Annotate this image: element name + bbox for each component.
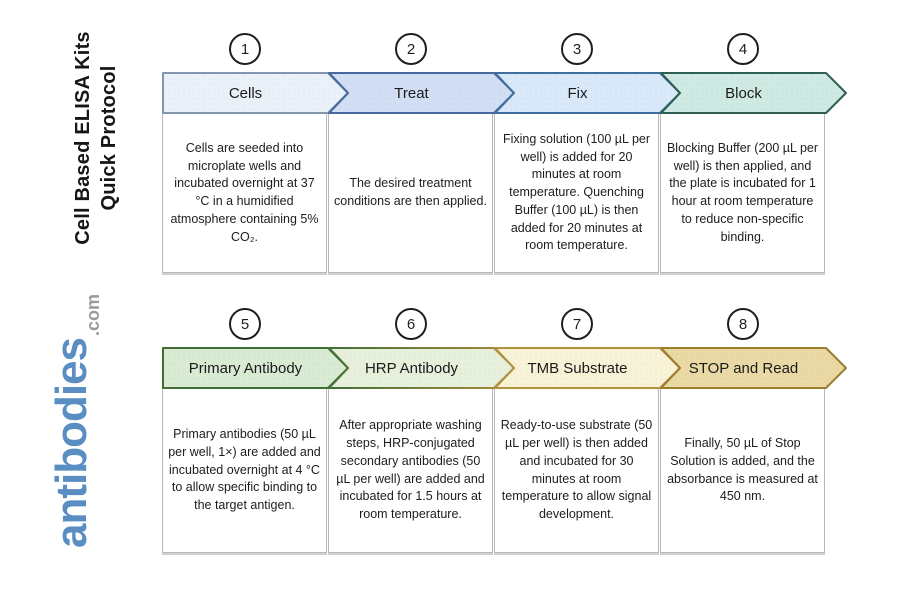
step-number-2-text: 2 [406, 40, 416, 58]
step-arrow-2 [328, 72, 515, 114]
step-number-8-text: 8 [738, 315, 748, 333]
page-title-line2: Quick Protocol [98, 65, 120, 211]
step-label-3: Fix [567, 84, 588, 102]
step-description-1: Cells are seeded into microplate wells a… [170, 140, 319, 244]
step-arrow-7 [494, 347, 681, 389]
antibodies-logo: antibodies.com [47, 262, 111, 582]
step-arrow-3 [494, 72, 681, 114]
page-title: Cell Based ELISA Kits Quick Protocol [70, 18, 124, 258]
step-description-7: Ready-to-use substrate (50 µL per well) … [500, 418, 653, 521]
step-number-3: 3 [561, 33, 593, 65]
step-arrow-6 [328, 347, 515, 389]
step-label-6: HRP Antibody [364, 359, 459, 377]
page-title-line1: Cell Based ELISA Kits [72, 31, 94, 245]
step-description-box-1: Cells are seeded into microplate wells a… [162, 113, 327, 273]
step-description-box-5: Primary antibodies (50 µL per well, 1×) … [162, 388, 327, 553]
step-label-1: Cells [228, 84, 263, 102]
step-arrow-5 [162, 347, 349, 389]
step-label-5: Primary Antibody [188, 359, 303, 377]
step-description-box-6: After appropriate washing steps, HRP-con… [328, 388, 493, 553]
logo-wordmark: antibodies [47, 338, 96, 549]
step-label-7: TMB Substrate [527, 359, 628, 377]
step-number-4: 4 [727, 33, 759, 65]
step-number-2: 2 [395, 33, 427, 65]
step-description-8: Finally, 50 µL of Stop Solution is added… [667, 436, 818, 504]
step-label-8: STOP and Read [688, 359, 799, 377]
step-description-box-3: Fixing solution (100 µL per well) is add… [494, 113, 659, 273]
step-description-box-8: Finally, 50 µL of Stop Solution is added… [660, 388, 825, 553]
step-number-1-text: 1 [240, 40, 250, 58]
step-number-6-text: 6 [406, 315, 416, 333]
step-number-5: 5 [229, 308, 261, 340]
step-description-4: Blocking Buffer (200 µL per well) is the… [666, 140, 819, 244]
step-arrow-8 [660, 347, 847, 389]
step-number-1: 1 [229, 33, 261, 65]
step-number-8: 8 [727, 308, 759, 340]
step-number-5-text: 5 [240, 315, 250, 333]
step-description-5: Primary antibodies (50 µL per well, 1×) … [168, 427, 321, 513]
step-description-box-2: The desired treatment conditions are the… [328, 113, 493, 273]
step-description-box-7: Ready-to-use substrate (50 µL per well) … [494, 388, 659, 553]
step-description-6: After appropriate washing steps, HRP-con… [336, 418, 485, 521]
step-number-7: 7 [561, 308, 593, 340]
step-description-3: Fixing solution (100 µL per well) is add… [502, 131, 651, 253]
step-number-7-text: 7 [572, 315, 582, 333]
step-number-4-text: 4 [738, 40, 748, 58]
step-number-6: 6 [395, 308, 427, 340]
step-label-2: Treat [394, 84, 429, 102]
step-number-3-text: 3 [572, 40, 582, 58]
step-label-4: Block [725, 84, 762, 102]
step-description-2: The desired treatment conditions are the… [334, 176, 487, 208]
step-arrow-4 [660, 72, 847, 114]
logo-tld: .com [83, 293, 103, 336]
step-description-box-4: Blocking Buffer (200 µL per well) is the… [660, 113, 825, 273]
